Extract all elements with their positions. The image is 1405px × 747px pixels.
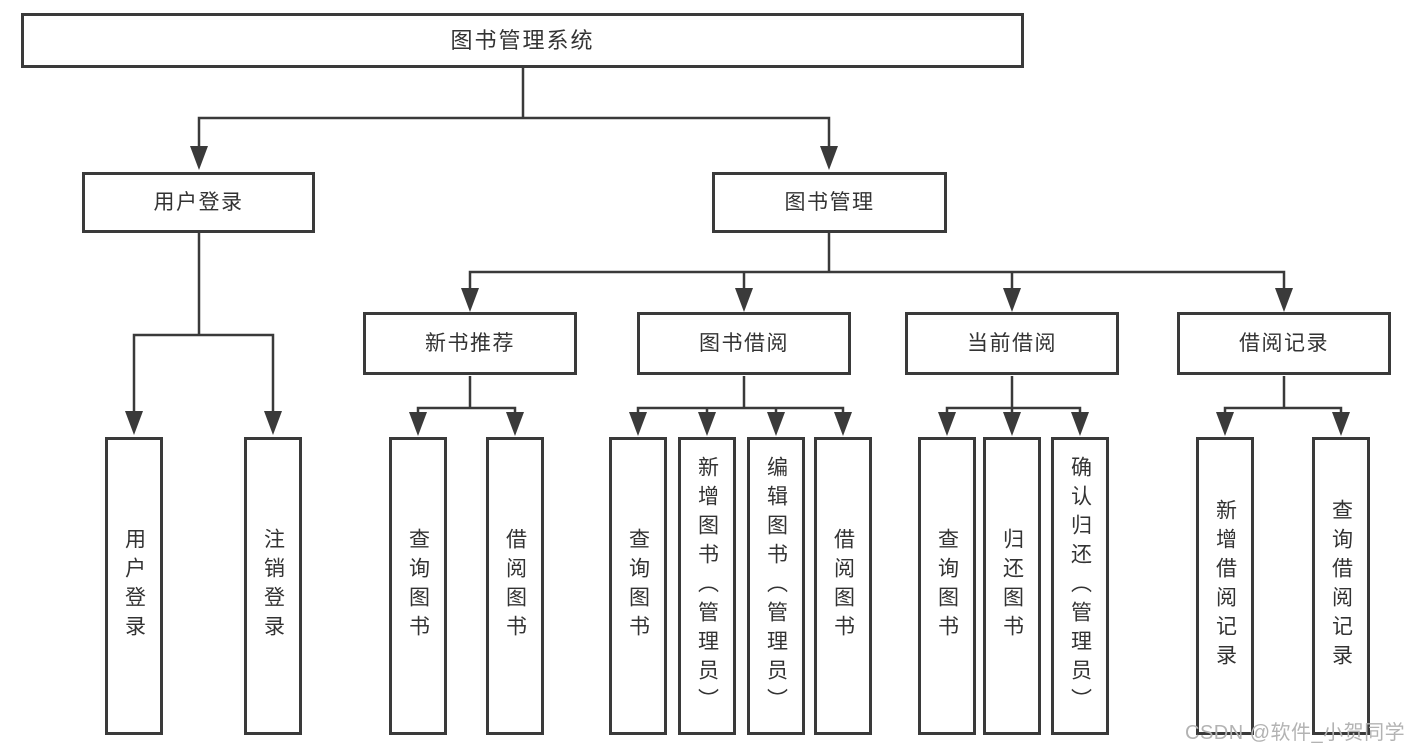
node-label: 查询图书 [935,528,959,644]
node-label: 确认归还（管理员） [1068,455,1092,717]
node-label: 新书推荐 [425,332,515,355]
node-label: 图书借阅 [699,332,789,355]
leaf-add-book-admin: 新增图书（管理员） [678,437,736,735]
leaf-borrow-book-2: 借阅图书 [814,437,872,735]
node-label: 借阅图书 [503,528,527,644]
node-label: 借阅记录 [1239,332,1329,355]
node-new-book-recommend: 新书推荐 [363,312,577,375]
leaf-user-login: 用户登录 [105,437,163,735]
leaf-confirm-return-admin: 确认归还（管理员） [1051,437,1109,735]
node-label: 查询借阅记录 [1329,499,1353,673]
leaf-borrow-book-1: 借阅图书 [486,437,544,735]
node-book-borrow: 图书借阅 [637,312,851,375]
node-label: 图书管理 [784,191,875,214]
node-label: 图书管理系统 [450,27,595,53]
arrowheads [125,146,1350,436]
leaf-return-book: 归还图书 [983,437,1041,735]
node-label: 借阅图书 [831,528,855,644]
node-label: 用户登录 [122,528,146,644]
node-label: 当前借阅 [967,332,1057,355]
leaf-query-book-2: 查询图书 [609,437,667,735]
leaf-logout: 注销登录 [244,437,302,735]
csdn-watermark: CSDN @软件_小贺同学 [1185,722,1405,744]
node-label: 新增借阅记录 [1213,499,1237,673]
node-label: 查询图书 [406,528,430,644]
node-label: 编辑图书（管理员） [764,455,788,717]
connector-paths [132,68,1343,412]
node-label: 归还图书 [1000,528,1024,644]
node-label: 注销登录 [261,528,285,644]
node-book-management: 图书管理 [712,172,947,233]
leaf-add-borrow-record: 新增借阅记录 [1196,437,1254,735]
node-library-system: 图书管理系统 [21,13,1024,68]
node-current-borrow: 当前借阅 [905,312,1119,375]
node-label: 新增图书（管理员） [695,455,719,717]
node-user-login: 用户登录 [82,172,315,233]
node-borrow-records: 借阅记录 [1177,312,1391,375]
leaf-query-borrow-record: 查询借阅记录 [1312,437,1370,735]
node-label: 查询图书 [626,528,650,644]
leaf-edit-book-admin: 编辑图书（管理员） [747,437,805,735]
leaf-query-book-1: 查询图书 [389,437,447,735]
leaf-query-book-3: 查询图书 [918,437,976,735]
node-label: 用户登录 [153,191,244,214]
